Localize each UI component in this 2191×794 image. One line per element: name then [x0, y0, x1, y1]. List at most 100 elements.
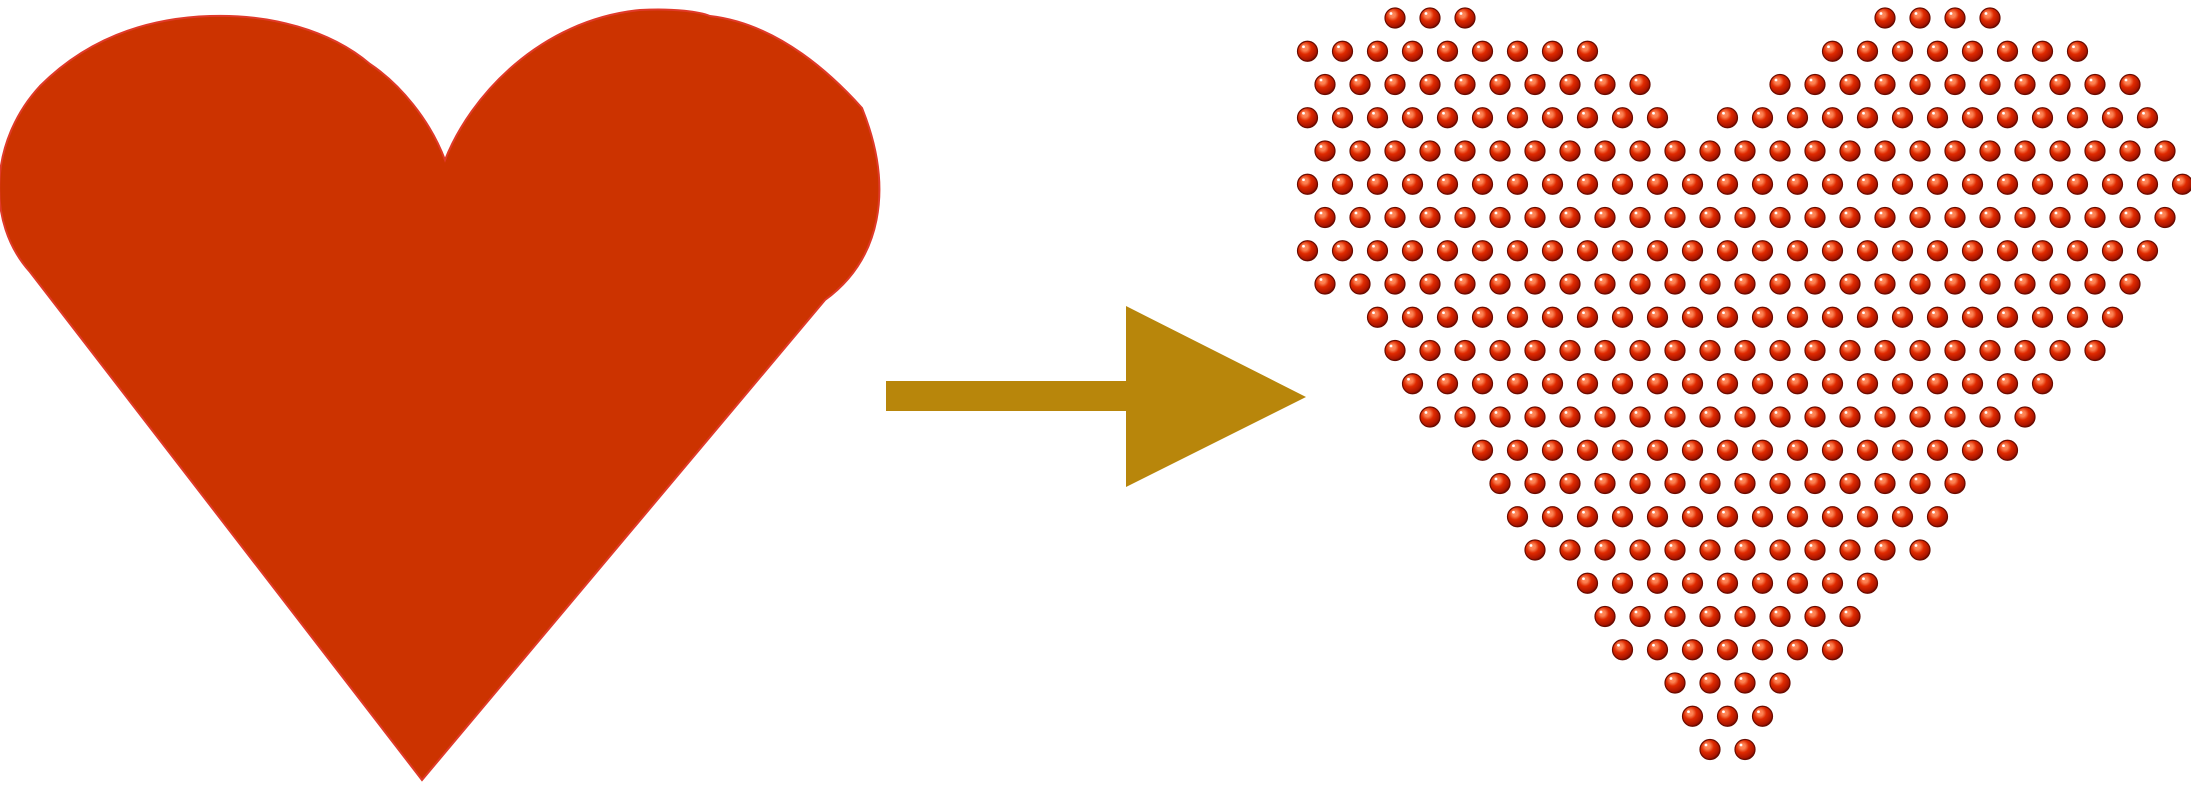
rhinestone	[1296, 173, 1319, 195]
rhinestone	[1699, 539, 1721, 561]
rhinestone	[1419, 73, 1441, 96]
rhinestone	[1436, 40, 1459, 62]
rhinestone	[1664, 206, 1686, 229]
rhinestone	[1384, 140, 1406, 162]
rhinestone	[1944, 472, 1966, 495]
rhinestone	[1611, 639, 1634, 661]
rhinestone	[1559, 140, 1581, 162]
rhinestone	[1664, 472, 1686, 495]
rhinestone	[1926, 107, 1949, 129]
rhinestone	[1874, 339, 1896, 362]
rhinestone	[1944, 7, 1966, 29]
rhinestone	[1944, 273, 1966, 295]
rhinestone	[2119, 140, 2141, 162]
rhinestone	[1454, 206, 1476, 229]
rhinestone	[2136, 240, 2159, 262]
rhinestone	[1506, 40, 1529, 62]
rhinestone	[1891, 40, 1914, 62]
rhinestone	[1909, 539, 1931, 561]
rhinestone	[1891, 306, 1914, 328]
rhinestone	[1769, 73, 1791, 96]
rhinestone	[1471, 173, 1494, 195]
rhinestone	[1926, 506, 1949, 528]
rhinestone	[1944, 140, 1966, 162]
rhinestone	[1734, 339, 1756, 362]
rhinestone	[1506, 240, 1529, 262]
rhinestone	[2084, 73, 2106, 96]
rhinestone	[1839, 140, 1861, 162]
rhinestone	[1331, 240, 1354, 262]
rhinestone	[1611, 173, 1634, 195]
rhinestone	[1874, 472, 1896, 495]
rhinestone	[1559, 539, 1581, 561]
rhinestone	[2031, 373, 2054, 395]
rhinestone	[1961, 240, 1984, 262]
rhinestone	[1996, 173, 2019, 195]
rhinestone	[1839, 73, 1861, 96]
rhinestone	[1769, 605, 1791, 628]
rhinestone	[1506, 506, 1529, 528]
rhinestone	[1821, 173, 1844, 195]
rhinestone	[1506, 173, 1529, 195]
rhinestone	[1996, 373, 2019, 395]
rhinestone	[1681, 373, 1704, 395]
rhinestone	[1839, 339, 1861, 362]
rhinestone	[1944, 73, 1966, 96]
rhinestone	[1996, 240, 2019, 262]
rhinestone	[1874, 7, 1896, 29]
rhinestone	[1559, 273, 1581, 295]
rhinestone	[1629, 472, 1651, 495]
rhinestone	[1909, 472, 1931, 495]
rhinestone	[1926, 306, 1949, 328]
rhinestone	[1926, 40, 1949, 62]
rhinestone	[1524, 73, 1546, 96]
rhinestone	[2136, 173, 2159, 195]
rhinestone	[1524, 273, 1546, 295]
rhinestone	[1716, 506, 1739, 528]
rhinestone	[1594, 140, 1616, 162]
rhinestone	[1821, 373, 1844, 395]
rhinestone	[1839, 206, 1861, 229]
rhinestone	[1611, 572, 1634, 594]
rhinestone	[2154, 140, 2176, 162]
rhinestone	[1681, 306, 1704, 328]
rhinestone	[1524, 539, 1546, 561]
rhinestone	[1541, 173, 1564, 195]
rhinestone	[1629, 406, 1651, 428]
rhinestone	[1471, 306, 1494, 328]
rhinestone	[1471, 40, 1494, 62]
rhinestone	[1786, 373, 1809, 395]
rhinestone	[1681, 639, 1704, 661]
rhinestone	[2014, 406, 2036, 428]
rhinestone	[1734, 539, 1756, 561]
rhinestone	[1664, 339, 1686, 362]
rhinestone	[1979, 140, 2001, 162]
rhinestone	[1699, 140, 1721, 162]
rhinestone	[1541, 306, 1564, 328]
rhinestone	[1646, 639, 1669, 661]
rhinestone	[1419, 140, 1441, 162]
rhinestone	[1314, 273, 1336, 295]
rhinestone	[1594, 273, 1616, 295]
rhinestone	[1594, 605, 1616, 628]
rhinestone	[1909, 140, 1931, 162]
rhinestone	[1856, 240, 1879, 262]
rhinestone	[1454, 339, 1476, 362]
rhinestone	[1366, 107, 1389, 129]
rhinestone	[1839, 406, 1861, 428]
rhinestone	[1699, 472, 1721, 495]
rhinestone	[1804, 206, 1826, 229]
rhinestone	[2014, 339, 2036, 362]
rhinestone	[1331, 40, 1354, 62]
rhinestone	[1401, 373, 1424, 395]
rhinestone	[1629, 273, 1651, 295]
rhinestone	[1944, 406, 1966, 428]
rhinestone	[1646, 572, 1669, 594]
rhinestone	[1996, 439, 2019, 461]
rhinestone	[1611, 107, 1634, 129]
rhinestone	[1769, 406, 1791, 428]
rhinestone	[1751, 306, 1774, 328]
rhinestone	[1856, 107, 1879, 129]
rhinestone	[1664, 140, 1686, 162]
rhinestone	[1979, 339, 2001, 362]
